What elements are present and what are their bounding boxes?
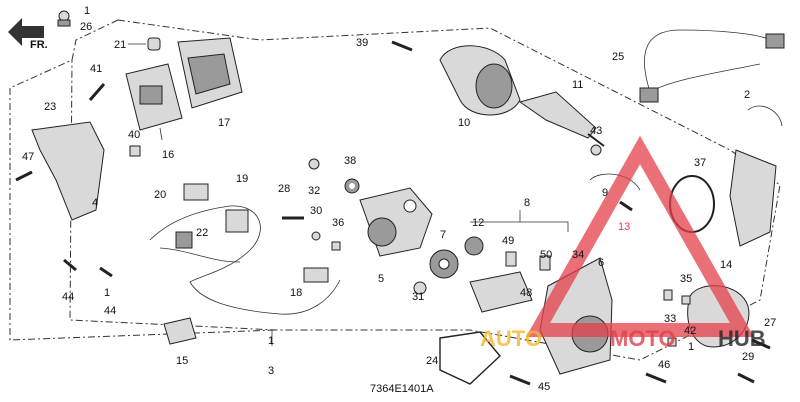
nut-icon — [331, 241, 341, 251]
wire-harness-icon — [149, 183, 341, 315]
callout-number: 29 — [742, 351, 754, 363]
washer-icon — [311, 231, 321, 241]
watermark-text-hub: HUB — [718, 326, 766, 351]
callout-number: 39 — [356, 37, 368, 49]
washer-icon — [308, 158, 320, 170]
gear-icon — [429, 236, 484, 279]
callout-number: 36 — [332, 217, 344, 229]
callout-number: 1 — [104, 287, 110, 299]
bracket-icon — [31, 121, 105, 221]
bolt-icon — [63, 258, 113, 278]
callout-number: 42 — [684, 325, 696, 337]
watermark-text-moto: MOTO — [610, 326, 676, 351]
callout-number: 25 — [612, 51, 624, 63]
callout-number: 28 — [278, 183, 290, 195]
callout-number: 16 — [162, 149, 174, 161]
bolt-icon — [57, 10, 71, 27]
armature-icon — [518, 91, 605, 147]
callout-number: 47 — [22, 151, 34, 163]
callout-number: 34 — [572, 249, 584, 261]
grommet-icon — [147, 37, 161, 51]
callout-number: 33 — [664, 313, 676, 325]
washer-icon — [413, 281, 427, 295]
callout-number: 38 — [344, 155, 356, 167]
callout-number: 10 — [458, 117, 470, 129]
callout-number: 13 — [618, 221, 630, 233]
callout-number: 20 — [154, 189, 166, 201]
diagram-code: 7364E1401A — [370, 383, 434, 395]
nut-icon — [663, 289, 691, 347]
callout-number: 1 — [84, 5, 90, 17]
callout-number: 5 — [378, 273, 384, 285]
pinion-drive-icon — [469, 271, 533, 313]
callout-number: 4 — [92, 197, 98, 209]
pin-icon — [505, 251, 551, 271]
callout-number: 21 — [114, 39, 126, 51]
callout-number: 2 — [744, 89, 750, 101]
bolt-icon — [645, 372, 667, 384]
callout-number: 31 — [412, 291, 424, 303]
cover-box-icon — [177, 37, 243, 109]
bolt-icon — [509, 374, 531, 386]
clip-icon — [589, 173, 641, 191]
callout-number: 17 — [218, 117, 230, 129]
callout-number: 44 — [62, 291, 74, 303]
callout-number: 23 — [44, 101, 56, 113]
nut-icon — [129, 145, 141, 157]
bolt-icon — [391, 40, 413, 52]
callout-number: 8 — [524, 197, 530, 209]
end-cover-icon — [729, 105, 783, 247]
bolt-icon — [15, 170, 33, 182]
callout-number: 18 — [290, 287, 302, 299]
callout-number: 48 — [520, 287, 532, 299]
callout-number: 9 — [602, 187, 608, 199]
callout-number: 45 — [538, 381, 550, 393]
callout-number: 1 — [688, 341, 694, 353]
callout-number: 7 — [440, 229, 446, 241]
callout-number: 49 — [502, 235, 514, 247]
callout-number: 15 — [176, 355, 188, 367]
callout-number: 30 — [310, 205, 322, 217]
bearing-icon — [344, 178, 360, 194]
callout-number: 32 — [308, 185, 320, 197]
callout-number: 14 — [720, 259, 732, 271]
callout-number: 41 — [90, 63, 102, 75]
callout-number: 46 — [658, 359, 670, 371]
control-box-icon — [125, 63, 183, 131]
gasket-icon — [439, 331, 501, 385]
callout-number: 50 — [540, 249, 552, 261]
front-arrow-icon — [8, 18, 44, 46]
watermark-text-auto: AUTO — [480, 326, 542, 351]
callout-number: 22 — [196, 227, 208, 239]
callout-number: 3 — [268, 365, 274, 377]
bolt-icon — [88, 83, 106, 101]
rubber-cap-icon — [163, 317, 197, 345]
watermark-logo — [525, 135, 755, 337]
gear-plate-icon — [359, 187, 433, 257]
callout-number: 11 — [572, 79, 583, 91]
spring-icon — [619, 200, 633, 212]
callout-number: 1 — [268, 335, 274, 347]
callout-number: 43 — [590, 125, 602, 137]
front-direction-label: FR. — [30, 39, 48, 51]
callout-number: 6 — [598, 257, 604, 269]
callout-number: 40 — [128, 129, 140, 141]
callout-number: 35 — [680, 273, 692, 285]
motor-housing-icon — [439, 45, 521, 116]
callout-number: 19 — [236, 173, 248, 185]
callout-number: 27 — [764, 317, 776, 329]
power-cord-icon — [639, 29, 785, 103]
callout-number: 12 — [472, 217, 484, 229]
callout-number: 26 — [80, 21, 92, 33]
callout-number: 44 — [104, 305, 116, 317]
ring-icon — [590, 144, 602, 156]
bolt-icon — [737, 338, 771, 384]
callout-number: 24 — [426, 355, 438, 367]
callout-number: 37 — [694, 157, 706, 169]
group-border-left — [9, 19, 277, 341]
group-border-main — [69, 19, 781, 361]
